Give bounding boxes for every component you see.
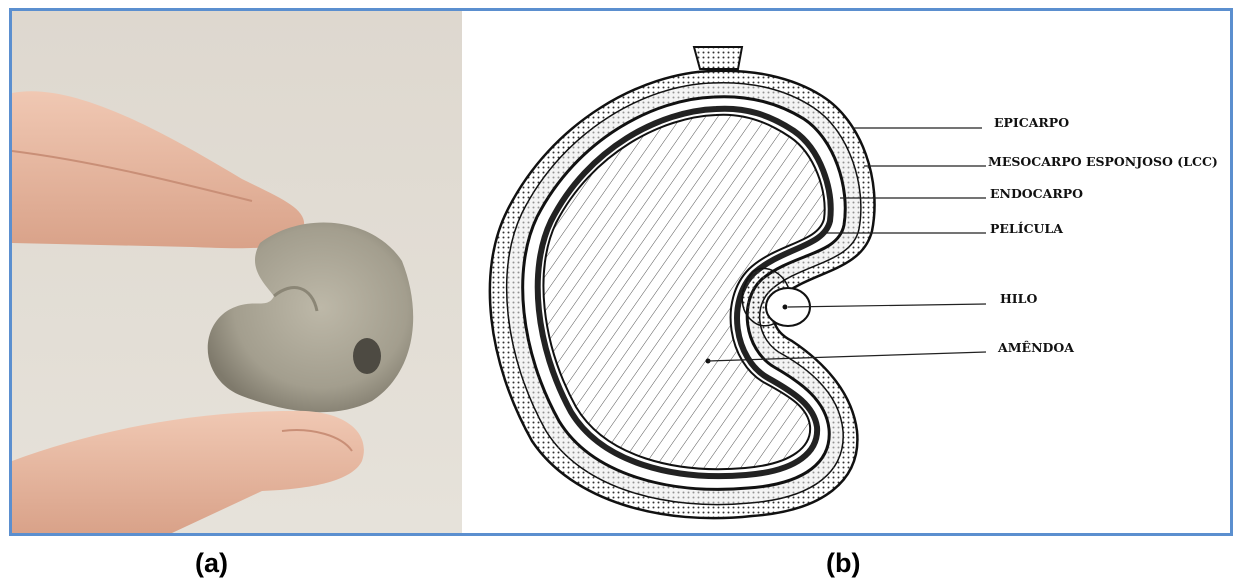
panel-b-caption: (b)	[826, 548, 860, 579]
panel-a-caption: (a)	[195, 548, 228, 579]
label-epicarpo: EPICARPO	[994, 115, 1069, 130]
label-endocarpo: ENDOCARPO	[990, 186, 1083, 201]
label-mesocarpo: MESOCARPO ESPONJOSO (LCC)	[988, 154, 1218, 169]
cashew-nut-photo-illustration	[12, 11, 462, 533]
cross-section-drawing: EPICARPO MESOCARPO ESPONJOSO (LCC) ENDOC…	[462, 11, 1230, 533]
cashew-cross-section-diagram: EPICARPO MESOCARPO ESPONJOSO (LCC) ENDOC…	[462, 11, 1230, 533]
label-pelicula: PELÍCULA	[990, 221, 1063, 236]
cashew-nut-photo	[12, 11, 462, 533]
label-hilo: HILO	[1000, 291, 1037, 306]
label-amendoa: AMÊNDOA	[997, 340, 1074, 355]
stalk-scar	[694, 47, 742, 69]
figure-frame: EPICARPO MESOCARPO ESPONJOSO (LCC) ENDOC…	[9, 8, 1233, 536]
